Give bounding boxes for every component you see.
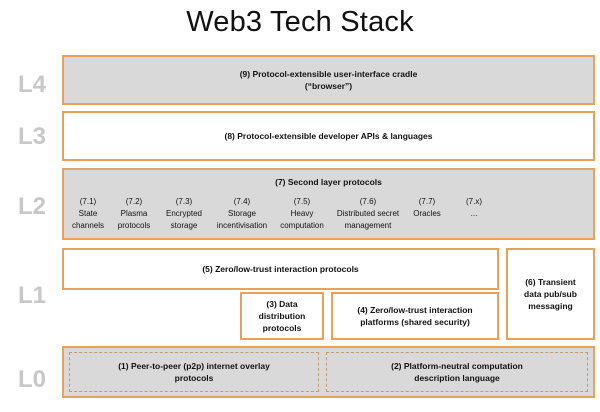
level-label-l4: L4 — [17, 71, 46, 98]
l2-item-number: (7.5) — [293, 197, 311, 206]
l2-item-distributed-secret: (7.6) Distributed secret management — [337, 196, 399, 232]
l2-item-label: State — [78, 209, 98, 218]
l2-item-number: (7.6) — [359, 197, 377, 206]
p2p-overlay-box: (1) Peer-to-peer (p2p) internet overlay … — [69, 352, 319, 392]
l2-item-label: Storage — [227, 209, 257, 218]
zero-trust-protocols-box: (5) Zero/low-trust interaction protocols — [62, 248, 499, 290]
l2-item-label: channels — [71, 221, 105, 230]
level-label-l2: L2 — [17, 193, 46, 220]
platform-neutral-line2: description language — [414, 373, 500, 383]
l2-item-label: Plasma — [120, 209, 148, 218]
data-distribution-line2: distribution — [258, 311, 306, 321]
l2-item-state-channels: (7.1) State channels — [72, 196, 104, 232]
l2-item-plasma: (7.2) Plasma protocols — [118, 196, 150, 232]
developer-apis-text: (8) Protocol-extensible developer APIs &… — [224, 131, 433, 141]
platform-neutral-box: (2) Platform-neutral computation descrip… — [326, 352, 588, 392]
transient-messaging-line1: (6) Transient — [525, 277, 576, 287]
p2p-overlay-line2: protocols — [174, 373, 214, 383]
l2-item-label: Heavy — [290, 209, 314, 218]
l2-item-label: computation — [280, 221, 324, 230]
l2-item-number: (7.x) — [466, 197, 482, 206]
l2-item-label: ... — [470, 209, 478, 218]
transient-messaging-box: (6) Transient data pub/sub messaging — [506, 248, 595, 340]
browser-cradle-box: (9) Protocol-extensible user-interface c… — [62, 55, 595, 105]
l2-item-label: Encrypted — [165, 209, 203, 218]
browser-cradle-line1: (9) Protocol-extensible user-interface c… — [239, 69, 418, 79]
level-label-l3: L3 — [17, 123, 46, 150]
p2p-overlay-line1: (1) Peer-to-peer (p2p) internet overlay — [118, 361, 270, 371]
l2-item-number: (7.4) — [233, 197, 251, 206]
l2-item-label: protocols — [117, 221, 151, 230]
l2-item-encrypted-storage: (7.3) Encrypted storage — [166, 196, 202, 232]
l2-item-label: Distributed secret — [336, 209, 400, 218]
data-distribution-box: (3) Data distribution protocols — [240, 292, 324, 340]
l2-item-number: (7.1) — [79, 197, 97, 206]
l2-item-number: (7.7) — [418, 197, 436, 206]
l2-item-label: management — [344, 221, 392, 230]
developer-apis-box: (8) Protocol-extensible developer APIs &… — [62, 111, 595, 161]
l2-item-label: storage — [170, 221, 198, 230]
platform-neutral-line1: (2) Platform-neutral computation — [391, 361, 523, 371]
second-layer-box: (7) Second layer protocols — [62, 168, 595, 240]
browser-cradle-line2: (“browser”) — [304, 81, 353, 91]
l2-item-storage-incentivisation: (7.4) Storage incentivisation — [217, 196, 267, 232]
zero-trust-protocols-text: (5) Zero/low-trust interaction protocols — [202, 264, 359, 274]
transient-messaging-line3: messaging — [528, 301, 573, 311]
second-layer-title: (7) Second layer protocols — [275, 177, 382, 187]
data-distribution-line3: protocols — [262, 323, 302, 333]
l2-item-number: (7.3) — [175, 197, 193, 206]
interaction-platforms-line2: platforms (shared security) — [360, 317, 470, 327]
l2-item-label: incentivisation — [216, 221, 268, 230]
l2-item-number: (7.2) — [125, 197, 143, 206]
l2-item-label: Oracles — [413, 209, 441, 218]
level-label-l0: L0 — [17, 366, 46, 393]
level-label-l1: L1 — [17, 282, 46, 309]
l2-item-oracles: (7.7) Oracles — [413, 196, 441, 220]
interaction-platforms-line1: (4) Zero/low-trust interaction — [357, 305, 473, 315]
l2-item-more: (7.x) ... — [466, 196, 482, 220]
diagram-title: Web3 Tech Stack — [186, 6, 414, 38]
l2-item-heavy-computation: (7.5) Heavy computation — [280, 196, 324, 232]
data-distribution-line1: (3) Data — [266, 299, 298, 309]
transient-messaging-line2: data pub/sub — [524, 289, 577, 299]
interaction-platforms-box: (4) Zero/low-trust interaction platforms… — [331, 292, 499, 340]
